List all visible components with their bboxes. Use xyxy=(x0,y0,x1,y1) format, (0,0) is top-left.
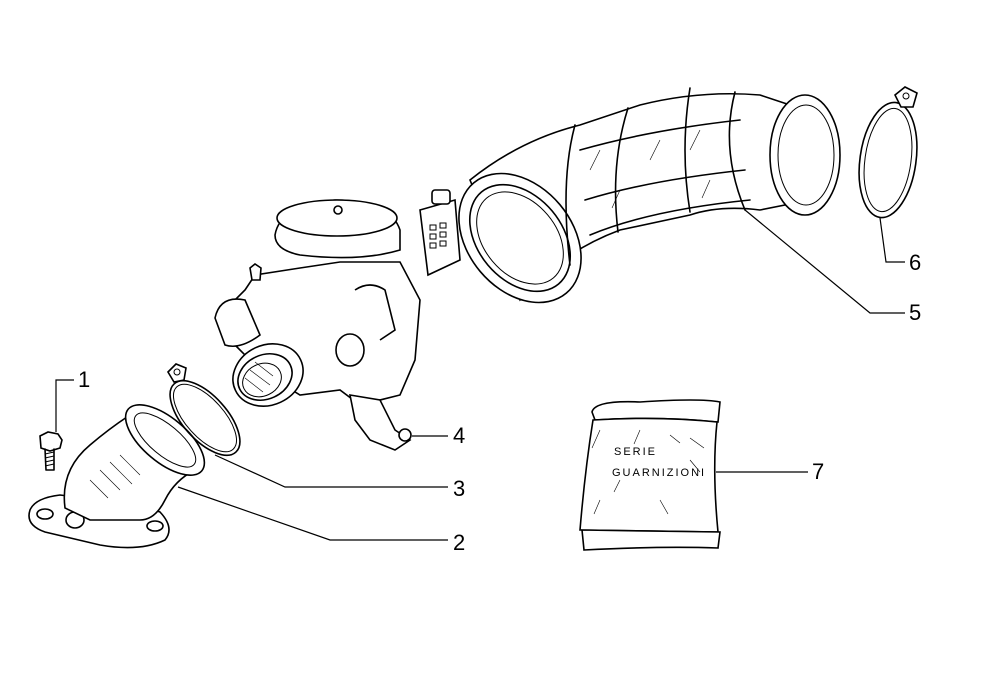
large-hose-clamp-part xyxy=(858,86,918,219)
leader-lines xyxy=(55,209,905,541)
carburettor-part xyxy=(214,189,461,451)
leader-line-3 xyxy=(214,454,448,488)
hose-clamp-part xyxy=(166,363,241,457)
leader-line-1 xyxy=(55,379,74,432)
callout-7: 7 xyxy=(812,459,825,484)
bag-label-line-2: GUARNIZIONI xyxy=(612,467,706,479)
callout-6: 6 xyxy=(909,250,922,275)
air-intake-sleeve-part xyxy=(458,87,841,304)
callout-5: 5 xyxy=(909,300,922,325)
bolt-part xyxy=(39,431,63,471)
callout-3: 3 xyxy=(453,476,466,501)
intake-manifold-part xyxy=(28,404,206,549)
leader-line-6 xyxy=(879,217,905,263)
gasket-kit-bag-part: SERIE GUARNIZIONI xyxy=(579,399,721,551)
callout-1: 1 xyxy=(78,367,91,392)
leader-line-2 xyxy=(177,486,448,541)
callout-2: 2 xyxy=(453,530,466,555)
bag-label-line-1: SERIE xyxy=(614,446,657,458)
callout-4: 4 xyxy=(453,423,466,448)
leader-line-5 xyxy=(744,209,905,314)
